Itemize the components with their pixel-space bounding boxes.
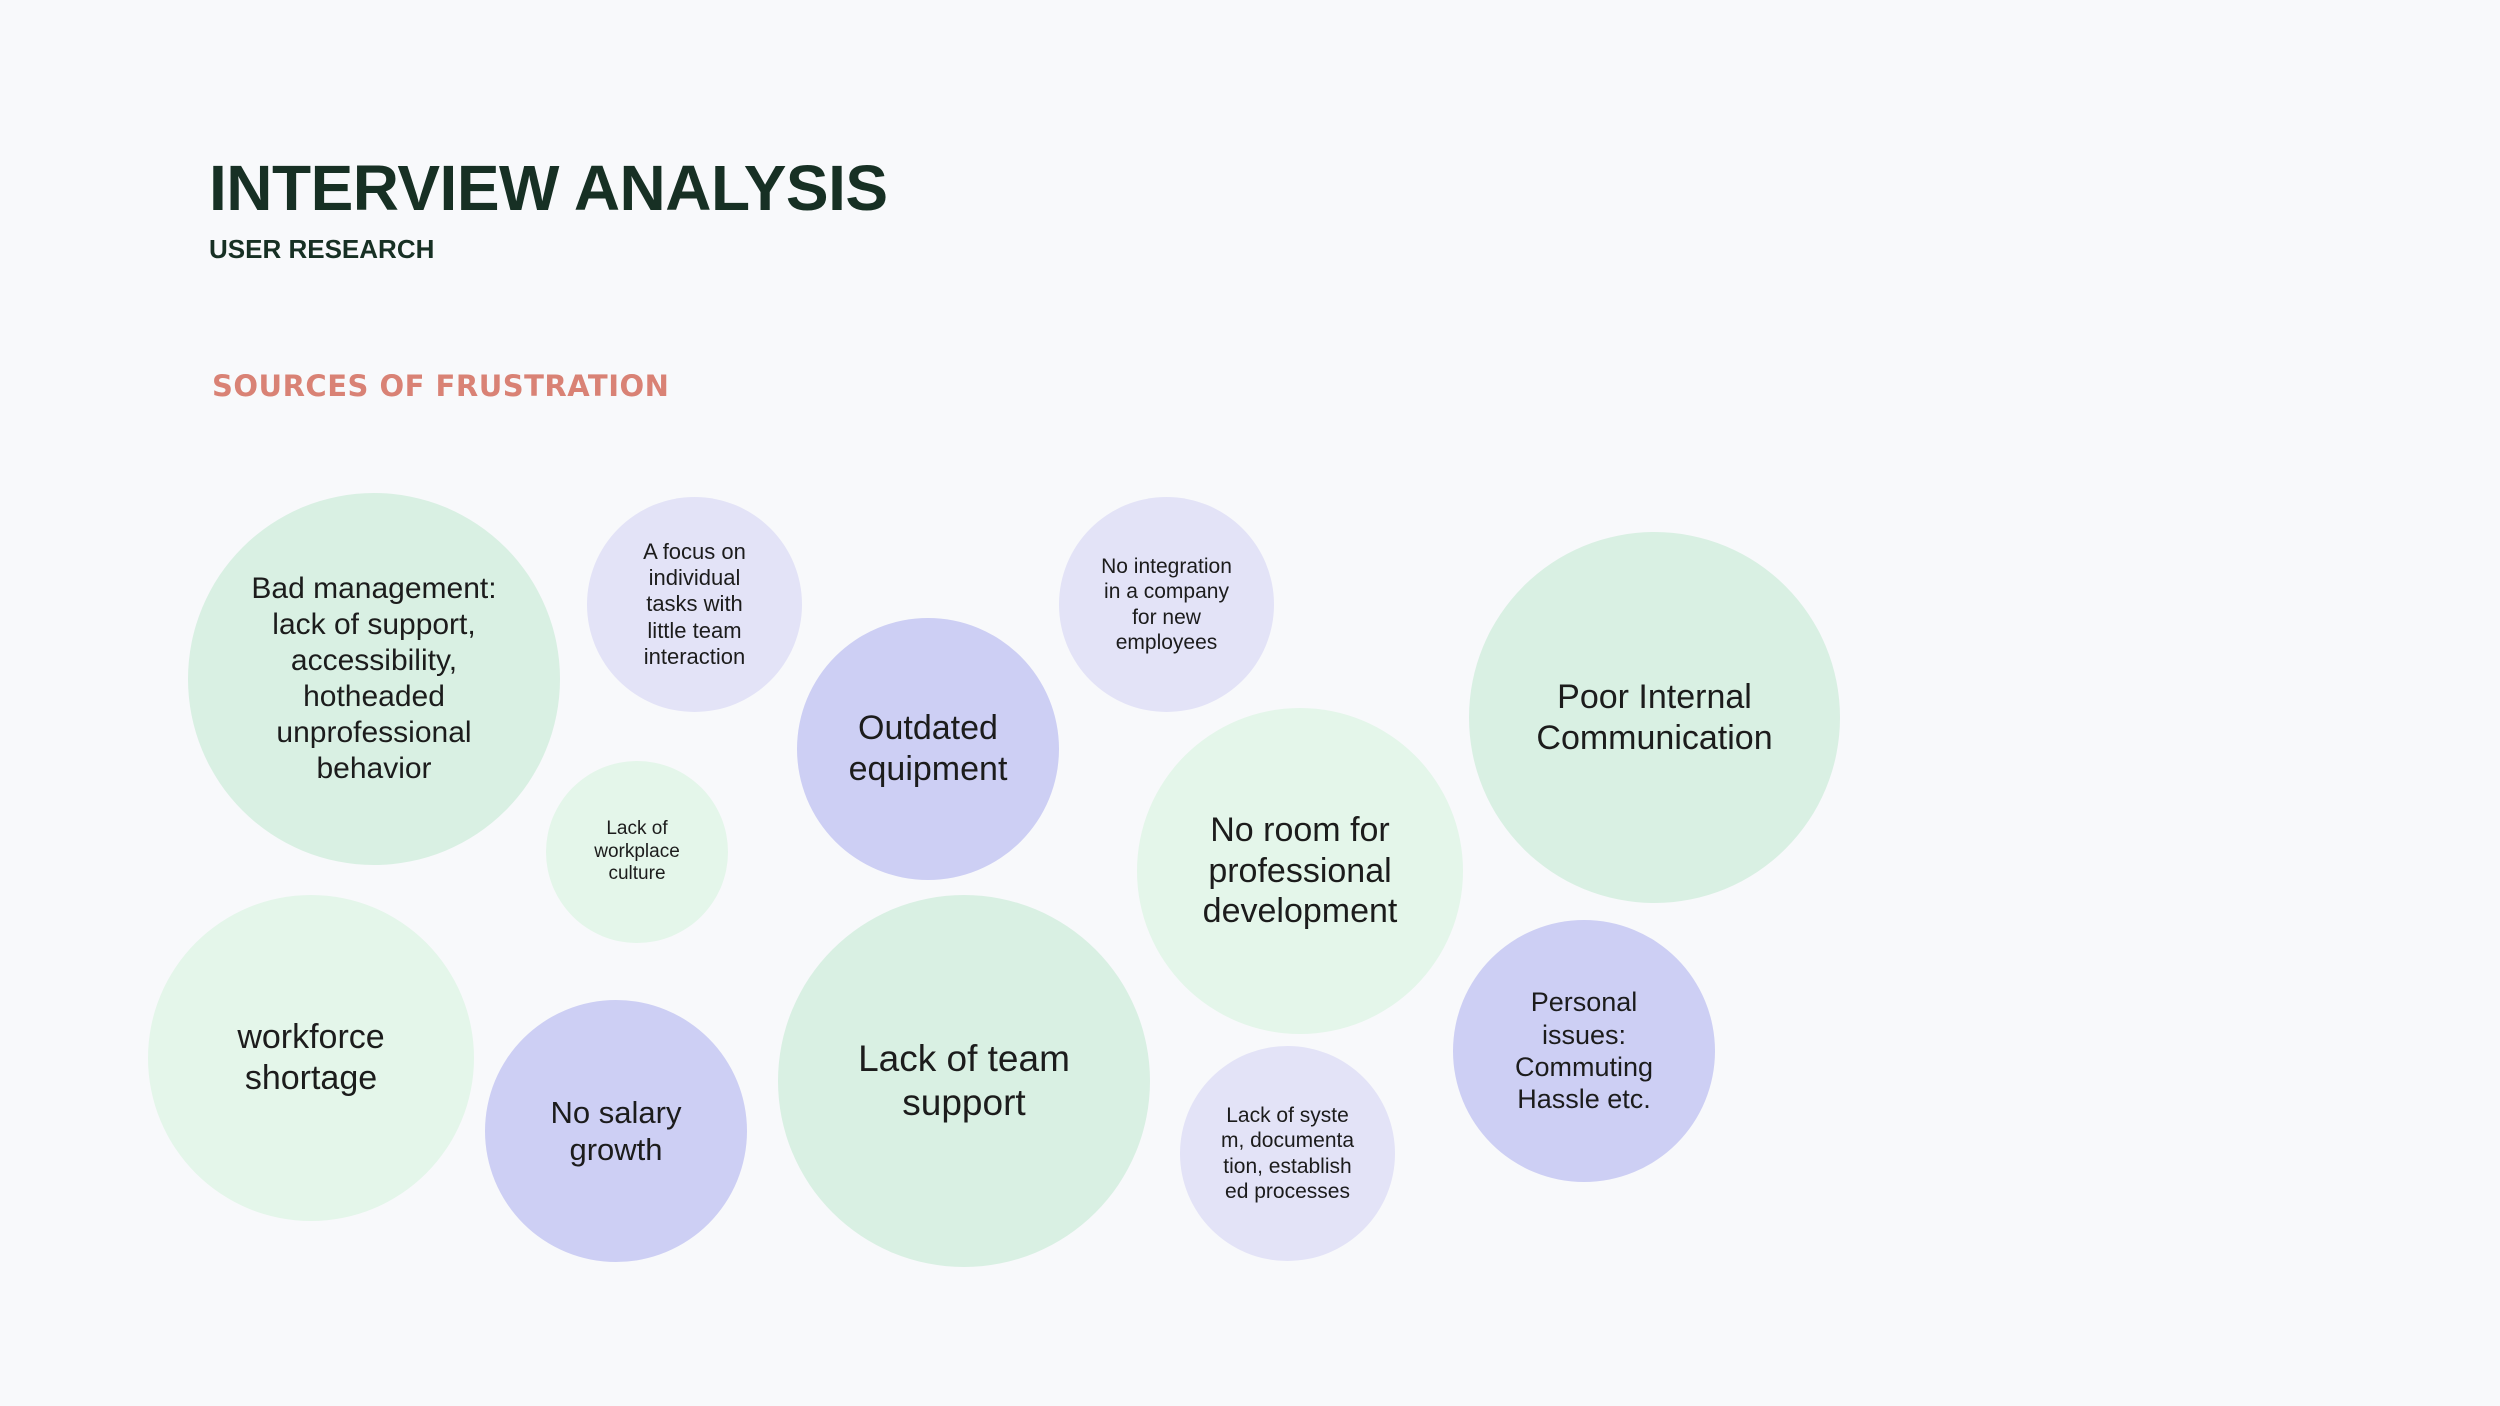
bubble-workforce-shortage: workforce shortage xyxy=(148,895,474,1221)
bubble-poor-communication: Poor Internal Communication xyxy=(1469,532,1840,903)
bubble-bad-management: Bad management: lack of support, accessi… xyxy=(188,493,560,865)
bubble-no-integration: No integration in a company for new empl… xyxy=(1059,497,1274,712)
bubble-label: Outdated equipment xyxy=(848,709,1008,788)
bubble-label: A focus on individual tasks with little … xyxy=(643,538,746,670)
bubble-label: No room for professional development xyxy=(1202,810,1398,931)
bubble-label: Lack of workplace culture xyxy=(594,817,680,885)
bubble-label: Personal issues: Commuting Hassle etc. xyxy=(1514,987,1654,1115)
bubble-team-support: Lack of team support xyxy=(778,895,1150,1267)
bubble-label: No salary growth xyxy=(550,1094,682,1167)
bubble-label: Bad management: lack of support, accessi… xyxy=(251,572,497,785)
bubble-professional-development: No room for professional development xyxy=(1137,708,1463,1034)
bubble-label: Lack of team support xyxy=(858,1037,1070,1123)
bubble-lack-system: Lack of system, documentation, establish… xyxy=(1180,1046,1395,1261)
bubble-label: No integration in a company for new empl… xyxy=(1101,555,1232,654)
bubble-label: workforce shortage xyxy=(237,1018,385,1097)
section-heading: SOURCES OF FRUSTRATION xyxy=(212,369,670,403)
bubble-salary-growth: No salary growth xyxy=(485,1000,747,1262)
page-subtitle: USER RESEARCH xyxy=(209,234,435,264)
bubble-workplace-culture: Lack of workplace culture xyxy=(546,761,728,943)
bubble-label: Poor Internal Communication xyxy=(1536,677,1773,757)
bubble-personal-issues: Personal issues: Commuting Hassle etc. xyxy=(1453,920,1715,1182)
page-title: INTERVIEW ANALYSIS xyxy=(209,152,888,224)
bubble-label: Lack of system, documentation, establish… xyxy=(1220,1104,1355,1203)
bubble-outdated-equipment: Outdated equipment xyxy=(797,618,1059,880)
bubble-focus-individual: A focus on individual tasks with little … xyxy=(587,497,802,712)
